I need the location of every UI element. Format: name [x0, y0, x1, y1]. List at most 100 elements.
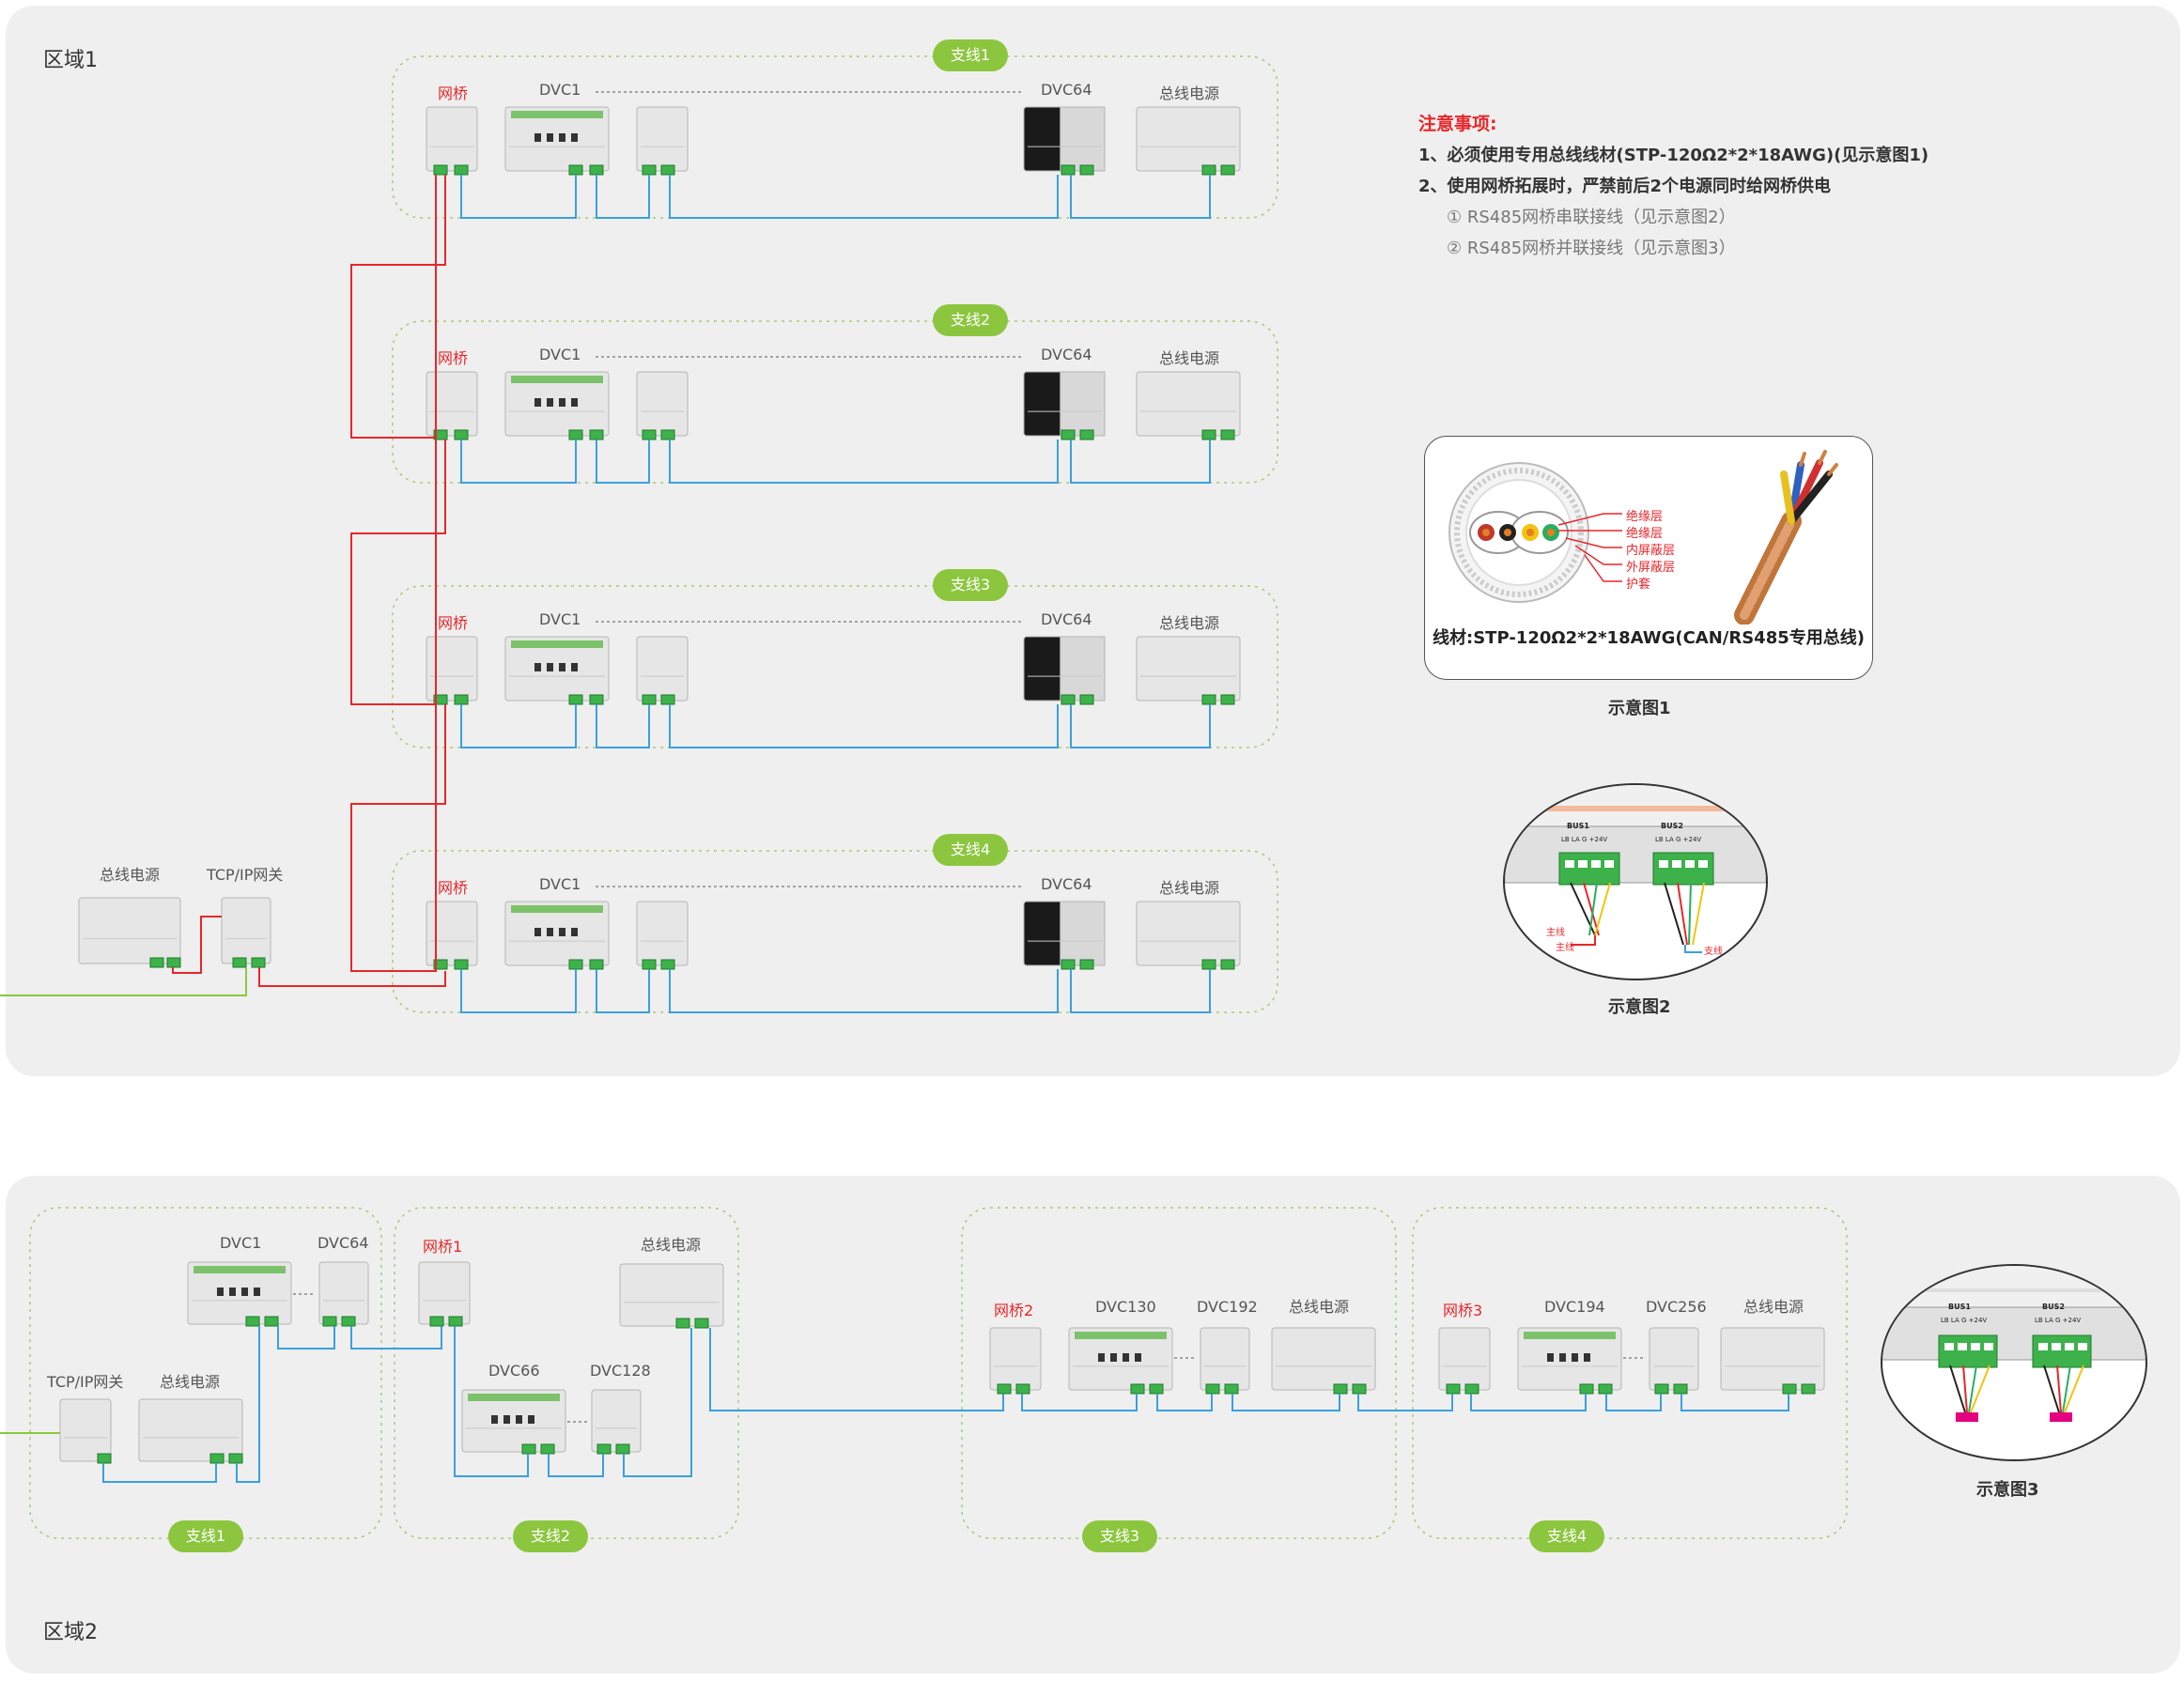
r1-bus-a-3: [460, 704, 577, 748]
r2-g3-terminal-4: [1205, 1383, 1220, 1395]
r2-g3-dvc-first-device: [1068, 1327, 1173, 1391]
r1-bus-a-4: [460, 969, 577, 1013]
r1-terminal-1-2: [568, 164, 583, 176]
r2-g1-power-device: [138, 1398, 243, 1462]
cable-caption: 线材:STP-120Ω2*2*18AWG(CAN/RS485专用总线): [1433, 628, 1865, 648]
r1-terminal-1-7: [1079, 164, 1094, 176]
r1-bridge-link-1-2: [350, 175, 446, 439]
r2-g2-terminal-1: [448, 1316, 463, 1327]
r1-terminal-2-6: [1061, 429, 1076, 440]
r1-gateway-terminal-a: [232, 957, 247, 968]
r1-bridge-device-4: [426, 901, 478, 966]
r1-branch-pill-1: 支线1: [933, 39, 1008, 71]
r1-dvc-device-2: [636, 371, 689, 437]
r2-g3-bus-c: [1231, 1394, 1340, 1411]
r2-g1-terminal-5: [209, 1453, 225, 1464]
r2-g4-terminal-6: [1782, 1383, 1797, 1395]
r2-g1-terminal-3: [341, 1316, 356, 1327]
terminal-parallel-icon: BUS1 LB LA G +24V BUS2 LB LA G +24V: [1882, 1266, 2145, 1422]
r2-g2-terminal-6: [596, 1443, 612, 1455]
r1-dvc64-device-4: [1023, 901, 1106, 966]
r2-g4-bridge-label: 网桥3: [1443, 1302, 1483, 1319]
r2-g2-terminal-3: [694, 1318, 709, 1329]
r2-g2-terminal-2: [675, 1318, 690, 1329]
r1-terminal-4-8: [1201, 959, 1216, 970]
r2-g3-terminal-0: [997, 1383, 1012, 1395]
region1-label: 区域1: [43, 49, 98, 72]
r1-terminal-2-2: [568, 429, 583, 440]
r1-dvc-first-label-1: DVC1: [539, 81, 581, 99]
r1-bus-c-4: [669, 969, 1059, 1013]
r1-bus-d-2: [1070, 440, 1211, 484]
r2-g2-dvc66-device: [461, 1389, 566, 1453]
r2-g4-bridge-device: [1438, 1327, 1491, 1391]
r2-g4-terminal-0: [1446, 1383, 1461, 1395]
r1-bridge-label-2: 网桥: [438, 349, 469, 367]
r1-bus-b-4: [596, 969, 650, 1013]
r1-power-label-2: 总线电源: [1159, 349, 1220, 367]
r1-terminal-4-3: [589, 959, 604, 970]
r1-terminal-1-1: [454, 164, 469, 176]
r2-g2-dvc-first-label: DVC66: [488, 1362, 540, 1380]
cable-cross-section-icon: [1448, 462, 1622, 603]
r1-bus-c-1: [669, 175, 1059, 219]
r2-group-frame-4: [1412, 1207, 1848, 1539]
r2-g1-dvc64-device: [318, 1261, 369, 1325]
r1-bridge-label-1: 网桥: [438, 85, 469, 102]
r2-g2-terminal-0: [429, 1316, 444, 1327]
r2-group-frame-2: [394, 1207, 739, 1539]
r2-g3-power-label: 总线电源: [1289, 1298, 1350, 1316]
r2-g4-bus-c: [1681, 1394, 1789, 1411]
r2-g4-dvc-first-label: DVC194: [1544, 1298, 1605, 1316]
r2-g2-bridge-device: [418, 1261, 471, 1325]
r1-terminal-1-5: [660, 164, 675, 176]
r1-terminal-4-7: [1079, 959, 1094, 970]
r1-terminal-3-0: [433, 694, 448, 705]
r1-terminal-2-8: [1201, 429, 1216, 440]
r2-g3-dvc-first-label: DVC130: [1095, 1298, 1156, 1316]
notes-sub-1: ① RS485网桥串联接线（见示意图2）: [1447, 208, 1736, 227]
r1-main-power-terminal-b: [166, 957, 181, 968]
r1-terminal-1-0: [433, 164, 448, 176]
r1-terminal-3-3: [589, 694, 604, 705]
r1-main-power-terminal-a: [149, 957, 164, 968]
r1-bus-d-1: [1070, 175, 1211, 219]
r1-terminal-3-9: [1220, 694, 1235, 705]
svg-text:主线: 主线: [1556, 941, 1574, 953]
r2-g2-to-bridge2: [709, 1328, 1004, 1411]
notes-sub-2: ② RS485网桥并联接线（见示意图3）: [1447, 239, 1736, 258]
r1-terminal-4-5: [660, 959, 675, 970]
r2-g4-bus-a: [1470, 1394, 1587, 1411]
r2-g2-bus-a: [454, 1326, 529, 1477]
layer-label-4: 外屏蔽层: [1626, 561, 1676, 575]
r2-g1-gateway-device: [59, 1398, 112, 1462]
r1-dvc-first-label-4: DVC1: [539, 875, 581, 893]
r1-terminal-3-4: [642, 694, 657, 705]
r1-bridge-device-3: [426, 636, 478, 702]
r1-dvc-last-label-1: DVC64: [1041, 81, 1092, 99]
r2-g3-terminal-6: [1333, 1383, 1348, 1395]
r2-g3-terminal-1: [1015, 1383, 1030, 1395]
region1-gateway-label: TCP/IP网关: [207, 866, 284, 884]
r1-terminal-2-1: [454, 429, 469, 440]
r2-g1-dvc1-device: [187, 1261, 292, 1325]
r2-g1-terminal-0: [245, 1316, 260, 1327]
r2-g3-terminal-7: [1352, 1383, 1367, 1395]
r1-dvc-last-label-2: DVC64: [1041, 346, 1092, 363]
r1-gateway-to-bridge: [258, 967, 446, 987]
r2-g3-power-device: [1271, 1327, 1376, 1391]
r1-bus-c-3: [669, 704, 1059, 748]
r1-dvc-first-label-2: DVC1: [539, 346, 581, 363]
notes-block: 注意事项: 1、必须使用专用总线线材(STP-120Ω2*2*18AWG)(见示…: [1418, 109, 1928, 264]
r2-g2-bridge-label: 网桥1: [423, 1238, 463, 1256]
r1-dvc-last-label-4: DVC64: [1041, 875, 1092, 893]
r2-branch-pill-2: 支线2: [513, 1520, 588, 1552]
svg-text:BUS1: BUS1: [1948, 1303, 1971, 1311]
r1-terminal-4-0: [433, 959, 448, 970]
r2-branch-pill-3: 支线3: [1082, 1520, 1157, 1552]
r2-g2-terminal-4: [521, 1443, 536, 1455]
svg-text:主线: 主线: [1546, 926, 1565, 938]
r2-g1-power-label: 总线电源: [160, 1373, 221, 1391]
r1-dvc64-device-1: [1023, 106, 1106, 172]
